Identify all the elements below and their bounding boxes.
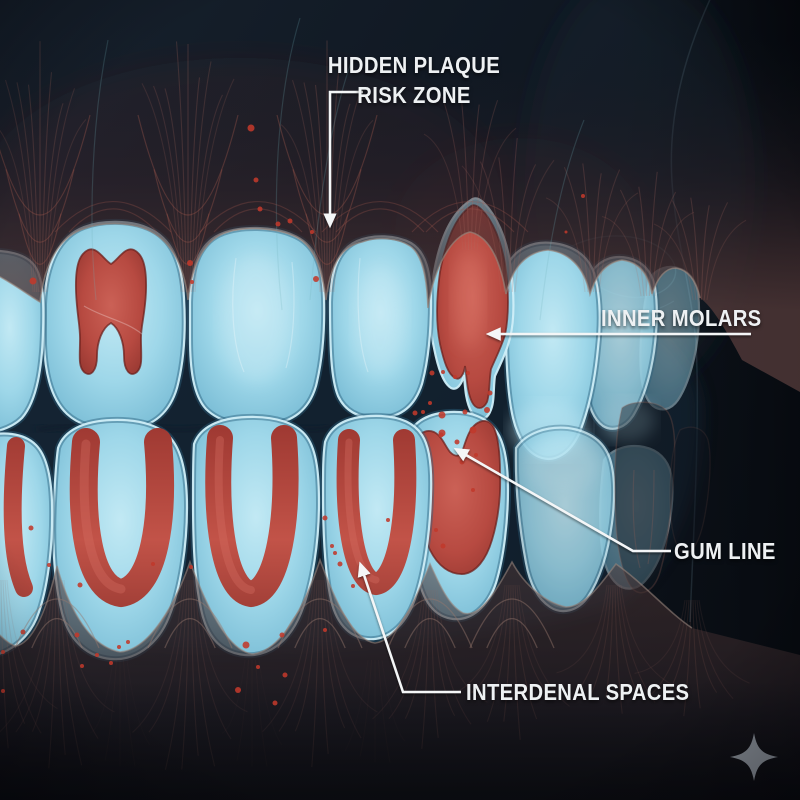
label-hidden-plaque-risk-zone: HIDDEN PLAQUE RISK ZONE xyxy=(327,52,501,108)
label-inner-molars: INNER MOLARS xyxy=(601,305,762,331)
label-interdental-spaces: INTERDENAL SPACES xyxy=(466,679,690,705)
label-gum-line: GUM LINE xyxy=(674,538,776,564)
